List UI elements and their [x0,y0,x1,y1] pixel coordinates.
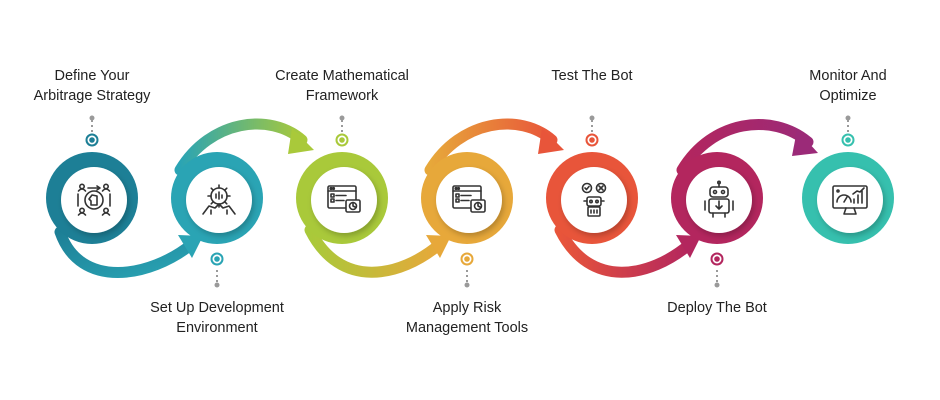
step-dot-core-5 [589,137,595,143]
connector-arrow-6 [676,118,814,176]
step-node-3 [296,115,388,244]
step-node-5 [546,115,638,244]
connector-arrow-2 [174,118,308,176]
connector-arrowhead-1 [178,235,203,258]
gear-hands-setup-icon [202,184,236,215]
step-label-line: Test The Bot [551,68,633,84]
step-dot-core-3 [339,137,345,143]
step-label-line: Framework [305,88,379,104]
connector-arrowhead-2 [288,128,314,154]
connector-arrow-4 [424,118,558,176]
step-label-line: Optimize [819,88,877,104]
strategy-chess-network-icon [77,183,111,216]
connector-arrowhead-6 [792,130,818,156]
step-inner-disk-6 [686,167,752,233]
robot-test-check-icon [581,182,607,217]
connector-arrow-1 [54,226,198,278]
step-inner-disk-2 [186,167,252,233]
step-label-line: Management Tools [405,320,529,336]
step-label-6: Deploy The Bot [627,298,807,318]
step-stem-end-1 [89,115,95,121]
step-label-line: Arbitrage Strategy [33,88,151,104]
connector-arrow-3 [304,224,446,278]
step-node-7 [802,115,894,244]
step-label-line: Create Mathematical [275,68,409,84]
step-node-4 [421,152,513,288]
step-dot-core-6 [714,256,720,262]
step-inner-disk-5 [561,167,627,233]
connector-arrows [54,118,818,278]
step-stem-end-4 [464,282,470,288]
robot-deploy-icon [704,180,734,218]
step-label-line: Apply Risk [432,300,502,316]
connector-arrowhead-4 [538,128,564,154]
step-node-2 [171,152,263,288]
step-stem-end-6 [714,282,720,288]
step-stem-end-2 [214,282,220,288]
step-inner-disk-1 [61,167,127,233]
step-label-line: Set Up Development [150,300,284,316]
step-dot-core-1 [89,137,95,143]
step-stem-end-5 [589,115,595,121]
monitor-chart-gauge-icon [832,185,868,215]
step-label-line: Deploy The Bot [667,300,767,316]
step-dot-core-4 [464,256,470,262]
browser-window-checklist-icon [452,185,486,213]
step-stem-end-3 [339,115,345,121]
connector-arrowhead-5 [676,235,701,258]
step-label-line: Define Your [54,68,130,84]
step-node-1 [46,115,138,244]
step-dot-core-2 [214,256,220,262]
step-label-line: Environment [176,320,258,336]
step-stem-end-7 [845,115,851,121]
step-label-5: Test The Bot [502,66,682,86]
step-label-line: Monitor And [809,68,887,84]
connector-arrow-5 [554,224,696,278]
step-dot-core-7 [845,137,851,143]
connector-arrowhead-3 [426,235,451,258]
step-node-6 [671,152,763,288]
browser-window-checklist-icon [327,185,361,213]
